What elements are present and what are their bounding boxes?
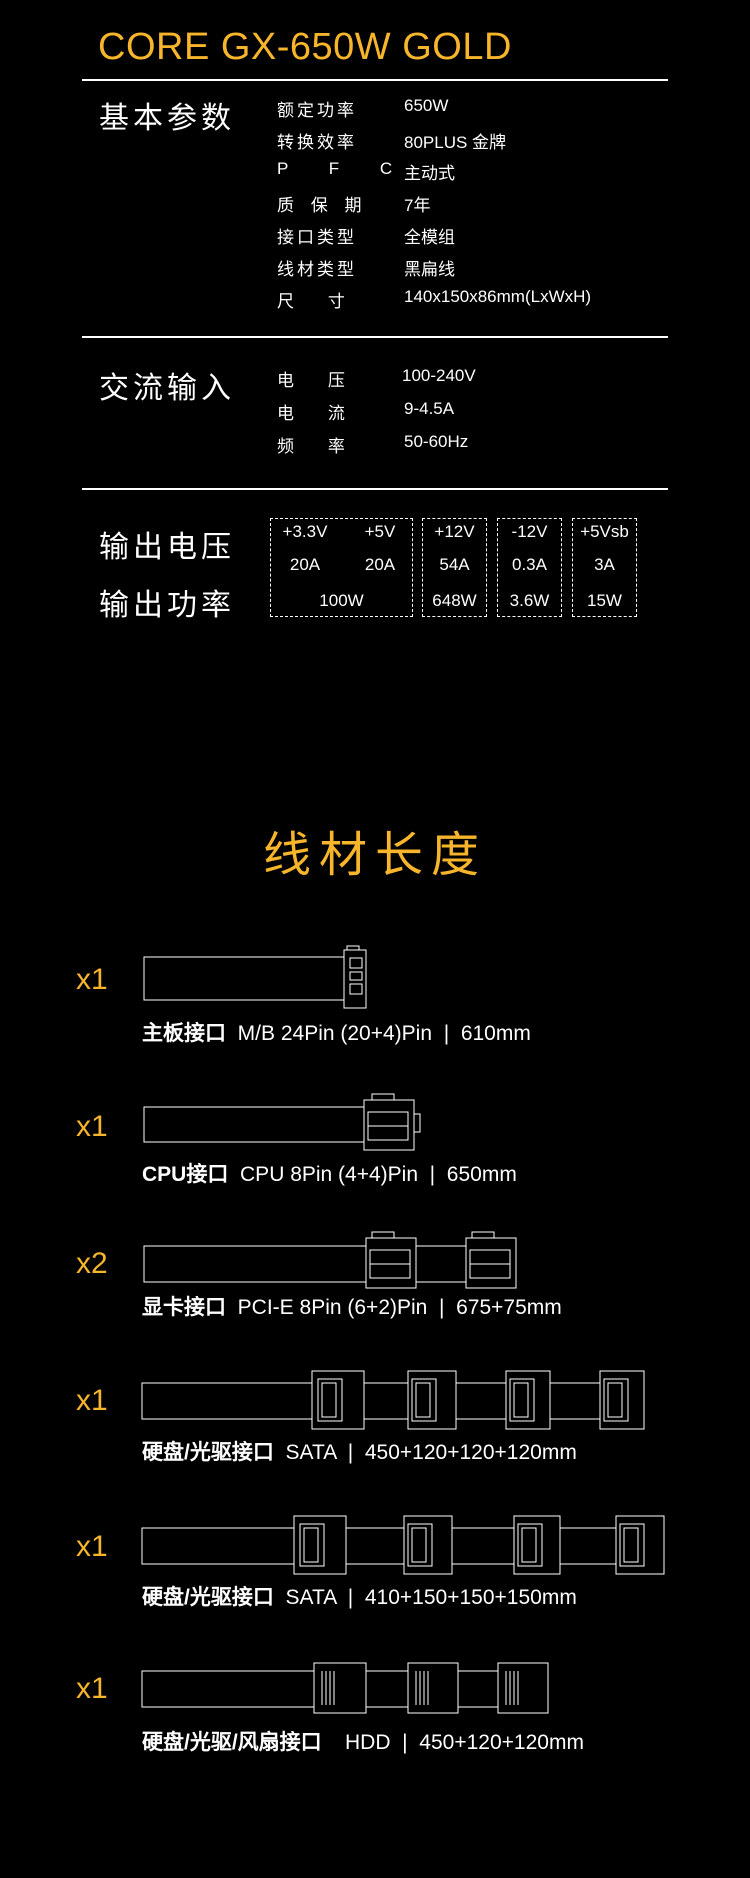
- rail-voltage: -12V: [511, 522, 548, 541]
- spec-value: 140x150x86mm(LxWxH): [404, 287, 592, 306]
- rail-current: 54A: [439, 555, 470, 574]
- cable-spec: M/B 24Pin (20+4)Pin | 610mm: [237, 1022, 531, 1045]
- spec-key: P F C: [277, 159, 411, 178]
- cable-label: 硬盘/光驱接口 SATA | 410+150+150+150mm: [142, 1581, 577, 1611]
- rail-group-box: [497, 518, 562, 617]
- spec-value: 7年: [404, 196, 431, 215]
- spec-key: 额定功率: [277, 101, 357, 120]
- spec-key: 线材类型: [277, 260, 357, 279]
- cable-quantity: x1: [76, 963, 108, 996]
- rail-power: 648W: [432, 591, 477, 610]
- cable-label: 显卡接口 PCI-E 8Pin (6+2)Pin | 675+75mm: [142, 1291, 562, 1321]
- cable-name: 显卡接口: [142, 1296, 226, 1319]
- molex-hdd-cable-icon: [0, 1655, 750, 1725]
- rail-voltage: +5Vsb: [580, 522, 629, 541]
- cable-quantity: x1: [76, 1110, 108, 1143]
- rail-current: 0.3A: [512, 555, 547, 574]
- sata-cable-icon: [0, 1510, 750, 1580]
- pcie-8pin-cable-icon: [0, 1230, 750, 1300]
- cable-spec: HDD | 450+120+120mm: [345, 1731, 584, 1754]
- cable-quantity: x1: [76, 1384, 108, 1417]
- spec-key: 转换效率: [277, 133, 357, 152]
- cable-label: 硬盘/光驱/风扇接口 HDD | 450+120+120mm: [142, 1726, 584, 1756]
- spec-value: 全模组: [404, 228, 455, 247]
- spec-value: 黑扁线: [404, 260, 455, 279]
- cable-name: 主板接口: [142, 1022, 226, 1045]
- output-power-label: 输出功率: [99, 589, 235, 622]
- cpu-8pin-cable-icon: [0, 1090, 750, 1160]
- cable-name: CPU接口: [142, 1163, 229, 1186]
- rail-power: 15W: [587, 591, 622, 610]
- cable-spec: SATA | 410+150+150+150mm: [285, 1586, 577, 1609]
- cable-spec: SATA | 450+120+120+120mm: [285, 1441, 577, 1464]
- rail-group-box: [422, 518, 487, 617]
- cable-label: CPU接口 CPU 8Pin (4+4)Pin | 650mm: [142, 1158, 517, 1188]
- cable-spec: PCI-E 8Pin (6+2)Pin | 675+75mm: [237, 1296, 562, 1319]
- spec-value: 80PLUS 金牌: [404, 133, 507, 152]
- cable-name: 硬盘/光驱接口: [142, 1441, 274, 1464]
- cable-quantity: x1: [76, 1672, 108, 1705]
- rail-group-box: [270, 518, 413, 617]
- spec-value: 650W: [404, 96, 449, 115]
- spec-key: 频 率: [277, 437, 348, 456]
- spec-key: 接口类型: [277, 228, 357, 247]
- cable-name: 硬盘/光驱接口: [142, 1586, 274, 1609]
- cable-quantity: x2: [76, 1247, 108, 1280]
- product-title: CORE GX-650W GOLD: [98, 26, 512, 68]
- rail-voltage: +12V: [434, 522, 475, 541]
- spec-value: 100-240V: [402, 366, 476, 385]
- rail-voltage: +3.3V: [282, 522, 328, 541]
- rail-group-box: [572, 518, 637, 617]
- rail-current: 20A: [364, 555, 396, 574]
- spec-key: 电 流: [277, 404, 348, 423]
- spec-key: 电 压: [277, 371, 348, 390]
- spec-value: 主动式: [404, 164, 455, 183]
- spec-value: 9-4.5A: [404, 399, 455, 418]
- rail-power: 100W: [319, 591, 364, 610]
- cables-title: 线材长度: [262, 829, 487, 882]
- spec-value: 50-60Hz: [404, 432, 469, 451]
- cable-name: 硬盘/光驱/风扇接口: [142, 1731, 322, 1754]
- spec-key: 尺 寸: [277, 292, 348, 311]
- divider: [82, 336, 668, 338]
- cable-label: 硬盘/光驱接口 SATA | 450+120+120+120mm: [142, 1436, 577, 1466]
- rail-power: 3.6W: [509, 591, 550, 610]
- basic-params-label: 基本参数: [99, 102, 235, 135]
- output-voltage-label: 输出电压: [99, 531, 235, 564]
- divider: [82, 79, 668, 81]
- divider: [82, 488, 668, 490]
- ac-input-label: 交流输入: [99, 372, 235, 405]
- sata-cable-icon: [0, 1365, 750, 1435]
- spec-key: 质 保 期: [277, 196, 368, 215]
- cable-spec: CPU 8Pin (4+4)Pin | 650mm: [240, 1163, 517, 1186]
- cable-quantity: x1: [76, 1530, 108, 1563]
- rail-current: 20A: [289, 555, 321, 574]
- atx-24pin-cable-icon: [0, 940, 750, 1010]
- rail-voltage: +5V: [364, 522, 396, 541]
- rail-current: 3A: [594, 555, 615, 574]
- cable-label: 主板接口 M/B 24Pin (20+4)Pin | 610mm: [142, 1017, 531, 1047]
